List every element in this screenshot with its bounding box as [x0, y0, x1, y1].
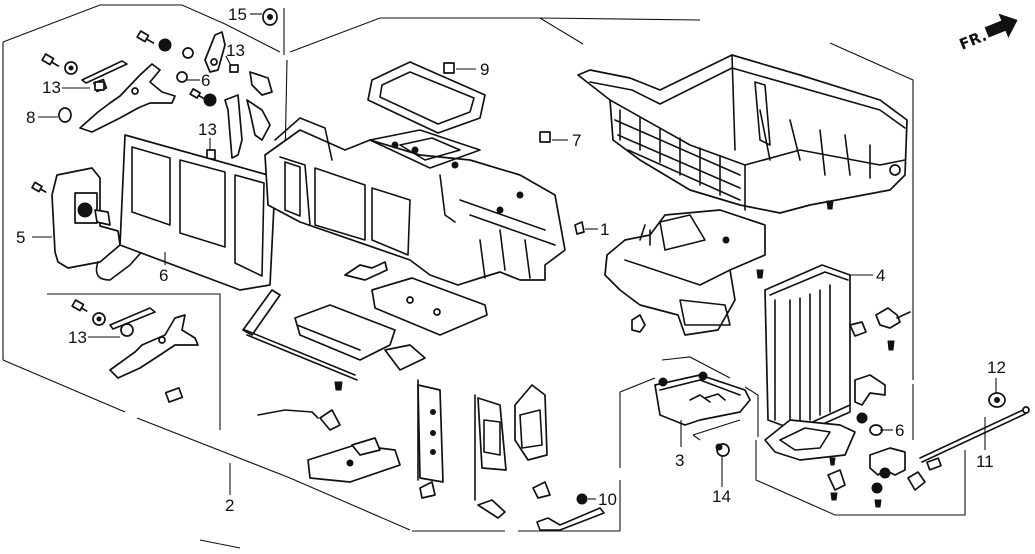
clip-9 [443, 62, 455, 74]
callout-12: 12 [987, 358, 1006, 377]
heater-core [764, 264, 867, 436]
control-cable [919, 392, 1030, 463]
link-lever-set-lower [71, 299, 199, 403]
callout-6-left: 6 [159, 266, 168, 285]
callout-7: 7 [572, 131, 581, 150]
group-boundary-lines [2, 4, 966, 549]
pipe-clamp [854, 307, 911, 406]
duct-bracket [654, 371, 751, 426]
callout-15: 15 [228, 5, 247, 24]
callout-13-left: 13 [42, 78, 61, 97]
callout-13-lower: 13 [68, 328, 87, 347]
callout-11: 11 [976, 452, 994, 471]
heater-case-upper [264, 117, 566, 286]
mode-door-assembly [257, 379, 605, 531]
callout-2: 2 [225, 496, 234, 515]
callout-5: 5 [16, 228, 25, 247]
clip-7 [539, 131, 551, 143]
duct-housing [604, 209, 766, 336]
seal-ring [367, 61, 486, 134]
clip-1 [574, 221, 585, 235]
callouts: 15 13 13 6 8 13 5 6 13 2 9 7 1 4 3 14 6 … [16, 5, 1006, 515]
front-arrow-icon [984, 13, 1018, 38]
callout-9: 9 [480, 60, 489, 79]
callout-14: 14 [712, 487, 731, 506]
callout-leaders [32, 8, 997, 500]
air-mix-door-assembly [242, 261, 488, 391]
callout-10: 10 [598, 490, 617, 509]
heater-case-lower-pan [577, 54, 908, 214]
clip-14 [715, 443, 730, 457]
callout-6-right: 6 [895, 421, 904, 440]
callout-4: 4 [876, 266, 885, 285]
water-valve-unit [764, 412, 942, 508]
callout-13-mid: 13 [198, 120, 217, 139]
callout-1: 1 [600, 220, 609, 239]
callout-8: 8 [26, 108, 35, 127]
callout-6-top: 6 [201, 71, 210, 90]
fr-label: FR. [957, 27, 990, 54]
link-lever-set-upper [41, 8, 278, 160]
callout-3: 3 [675, 451, 684, 470]
callout-13-top: 13 [226, 41, 245, 60]
foam-seal-frame [119, 134, 276, 291]
front-direction-indicator: FR. [957, 13, 1018, 54]
